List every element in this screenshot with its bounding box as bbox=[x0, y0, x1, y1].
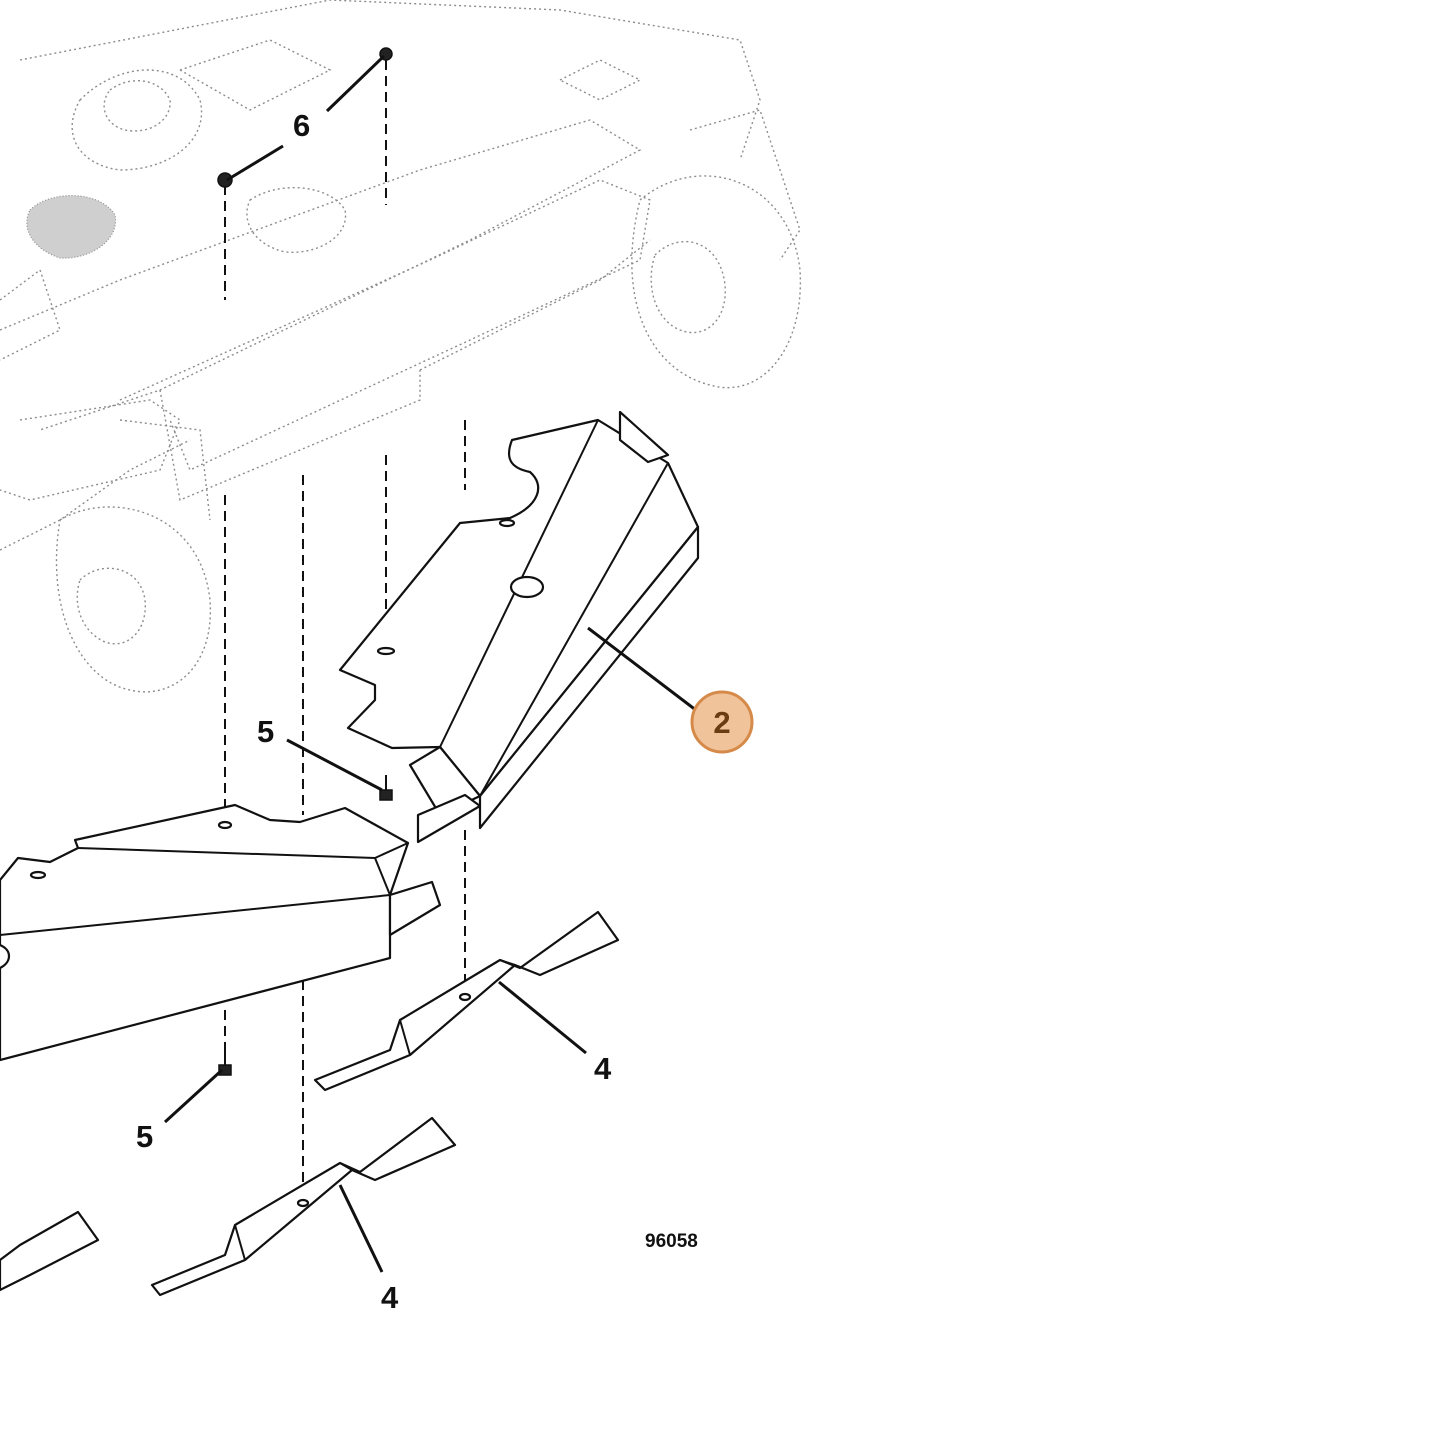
assembly-lines bbox=[224, 60, 466, 1195]
blade-lower[interactable] bbox=[150, 1116, 457, 1297]
callout-4-lower: 4 bbox=[381, 1280, 399, 1315]
figure-number: 96058 bbox=[645, 1231, 698, 1252]
bolt-5-upper bbox=[379, 789, 393, 801]
left-blade-housing bbox=[0, 803, 442, 1062]
leader-lines bbox=[163, 54, 706, 1273]
mower-deck-ghost bbox=[0, 0, 802, 693]
callout-2: 2 bbox=[713, 705, 730, 740]
callout-5-lower: 5 bbox=[136, 1119, 153, 1154]
blade-left-partial bbox=[0, 1210, 100, 1292]
baffle-part-2[interactable] bbox=[338, 410, 700, 844]
highlight-circle bbox=[690, 690, 754, 754]
callout-6: 6 bbox=[293, 108, 310, 143]
callout-4-right: 4 bbox=[594, 1051, 612, 1086]
nut-6-lower bbox=[217, 172, 233, 188]
callout-2-highlight[interactable]: 2 bbox=[690, 690, 754, 754]
callout-5-upper: 5 bbox=[257, 714, 274, 749]
blade-right[interactable] bbox=[313, 910, 620, 1092]
